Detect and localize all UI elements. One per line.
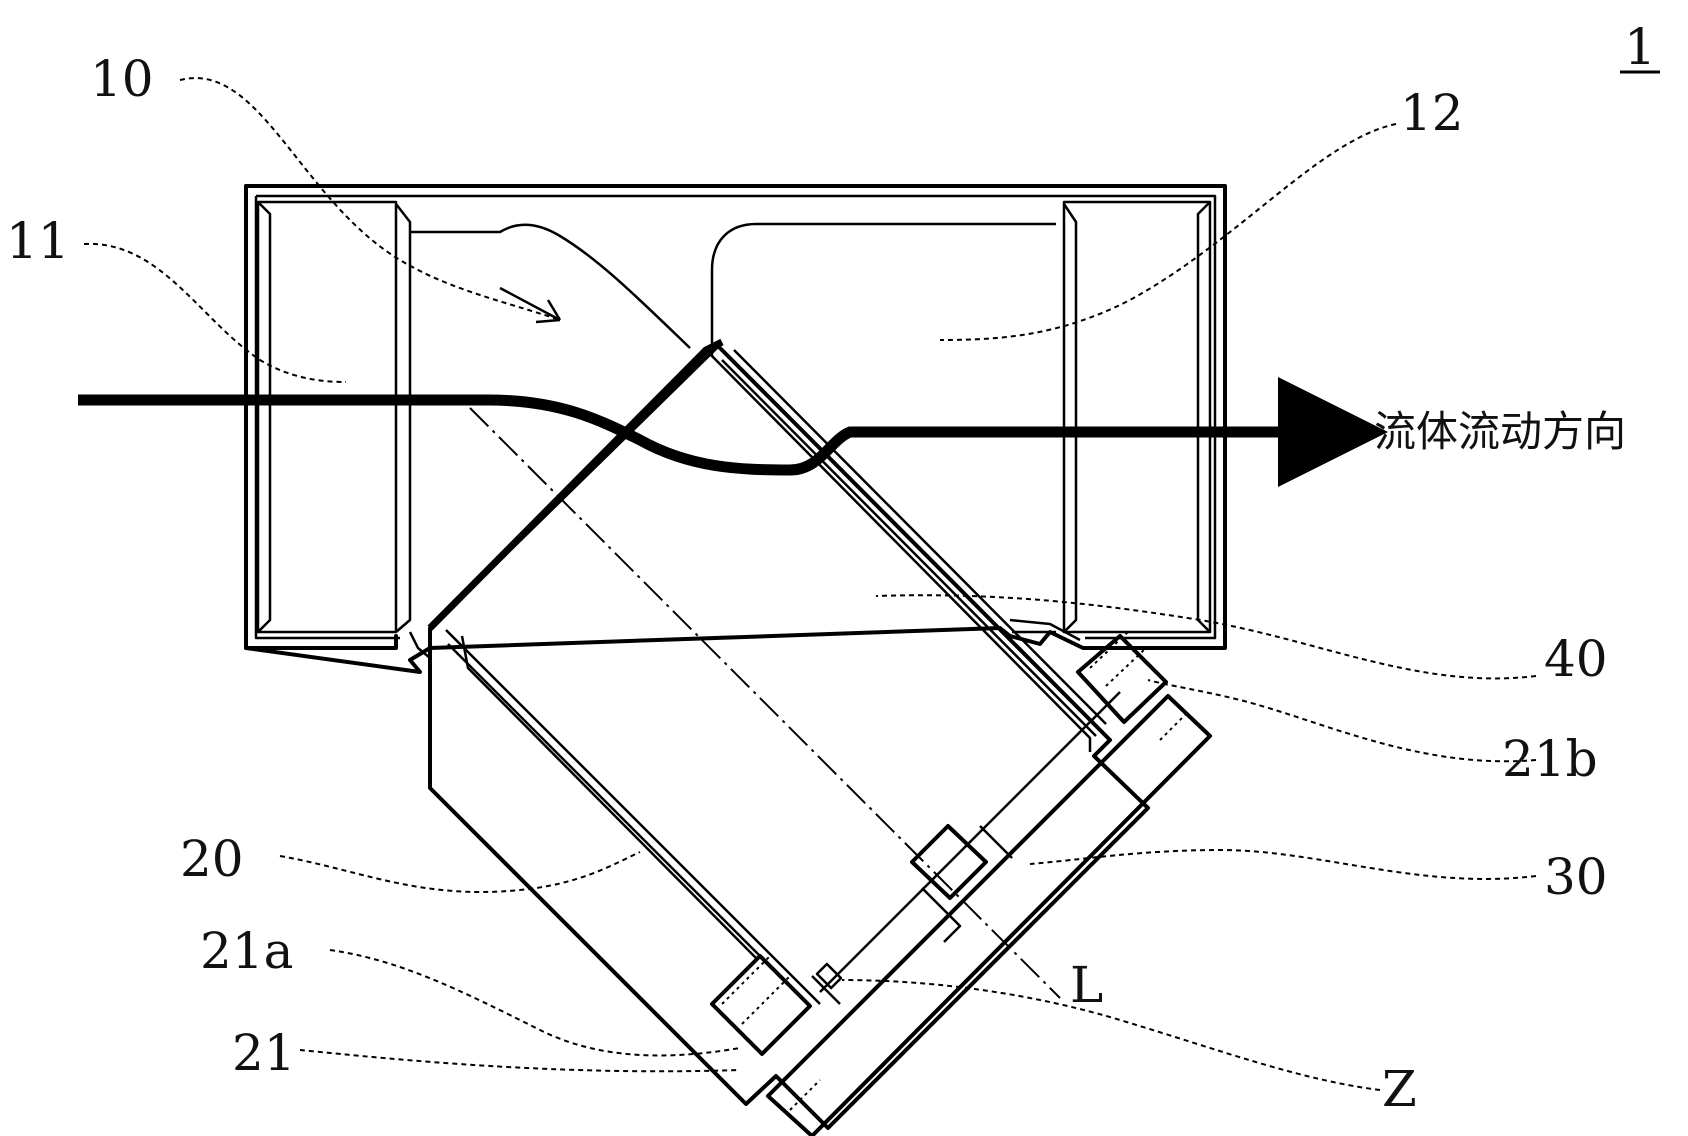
label-valve-body: 10: [90, 50, 154, 108]
label-filter-screen: 20: [180, 830, 244, 888]
figure-number: 1: [1624, 18, 1656, 76]
filter-screen: [427, 338, 1092, 1005]
label-screen-end-b: 21b: [1502, 730, 1598, 788]
screen-end-ring-b: [1009, 618, 1168, 724]
label-chamber: 40: [1544, 630, 1608, 688]
leader-21b: [1147, 679, 1537, 763]
label-axis: L: [1070, 956, 1103, 1014]
flow-line: [78, 377, 1388, 487]
leader-Z: [841, 979, 1381, 1091]
filter-housing: [428, 344, 1150, 1130]
inner-flow-arrow: [499, 286, 562, 324]
inlet-port: [244, 184, 412, 650]
leader-30: [1029, 848, 1537, 880]
label-magnet: Z: [1382, 1060, 1417, 1118]
leader-21: [299, 1049, 741, 1073]
leader-10: [179, 77, 561, 321]
flow-direction-label: 流体流动方向: [1374, 407, 1626, 456]
label-cover: 30: [1544, 848, 1608, 906]
leader-12: [939, 123, 1397, 341]
label-screen-support: 21: [232, 1024, 296, 1082]
valve-body: [244, 184, 1227, 674]
label-screen-end-a: 21a: [200, 922, 293, 980]
leader-11: [83, 242, 347, 383]
leader-21a: [329, 949, 741, 1057]
axis-line-L: [469, 407, 1061, 999]
leader-20: [279, 851, 641, 893]
screen-end-ring-a: [710, 954, 812, 1056]
label-inlet: 11: [6, 212, 70, 270]
leader-40: [875, 594, 1537, 680]
outlet-port: [1062, 200, 1212, 634]
cover-plate: [766, 691, 1212, 1136]
magnet-plug: [811, 824, 1013, 1005]
label-outlet: 12: [1400, 84, 1464, 142]
